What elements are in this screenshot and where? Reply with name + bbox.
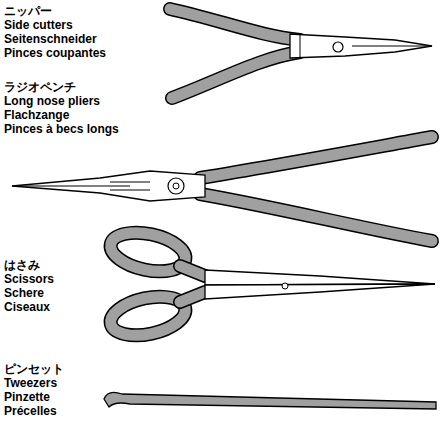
tool-name: Side cutters — [4, 18, 73, 32]
japanese-tool-name: ラジオペンチ — [4, 80, 76, 94]
japanese-tool-name: ニッパー — [4, 4, 52, 18]
tool-name: Pinces à becs longs — [4, 122, 119, 136]
side-cutters — [170, 9, 432, 98]
tool-name: Tweezers — [4, 376, 57, 390]
tool-name: Pinzette — [4, 390, 50, 404]
tool-name: Flachzange — [4, 108, 69, 122]
tweezers — [104, 392, 436, 409]
tool-name: Scissors — [4, 272, 54, 286]
tool-name: Pinces coupantes — [4, 46, 106, 60]
tool-name: Précelles — [4, 404, 57, 418]
tool-name: Ciseaux — [4, 300, 50, 314]
japanese-tool-name: ピンセット — [4, 362, 64, 376]
scissors — [107, 226, 435, 341]
tool-name: Schere — [4, 286, 44, 300]
tool-name: Long nose pliers — [4, 94, 100, 108]
tool-name: Seitenschneider — [4, 32, 97, 46]
japanese-tool-name: はさみ — [4, 258, 40, 272]
long-nose-pliers — [12, 137, 432, 241]
